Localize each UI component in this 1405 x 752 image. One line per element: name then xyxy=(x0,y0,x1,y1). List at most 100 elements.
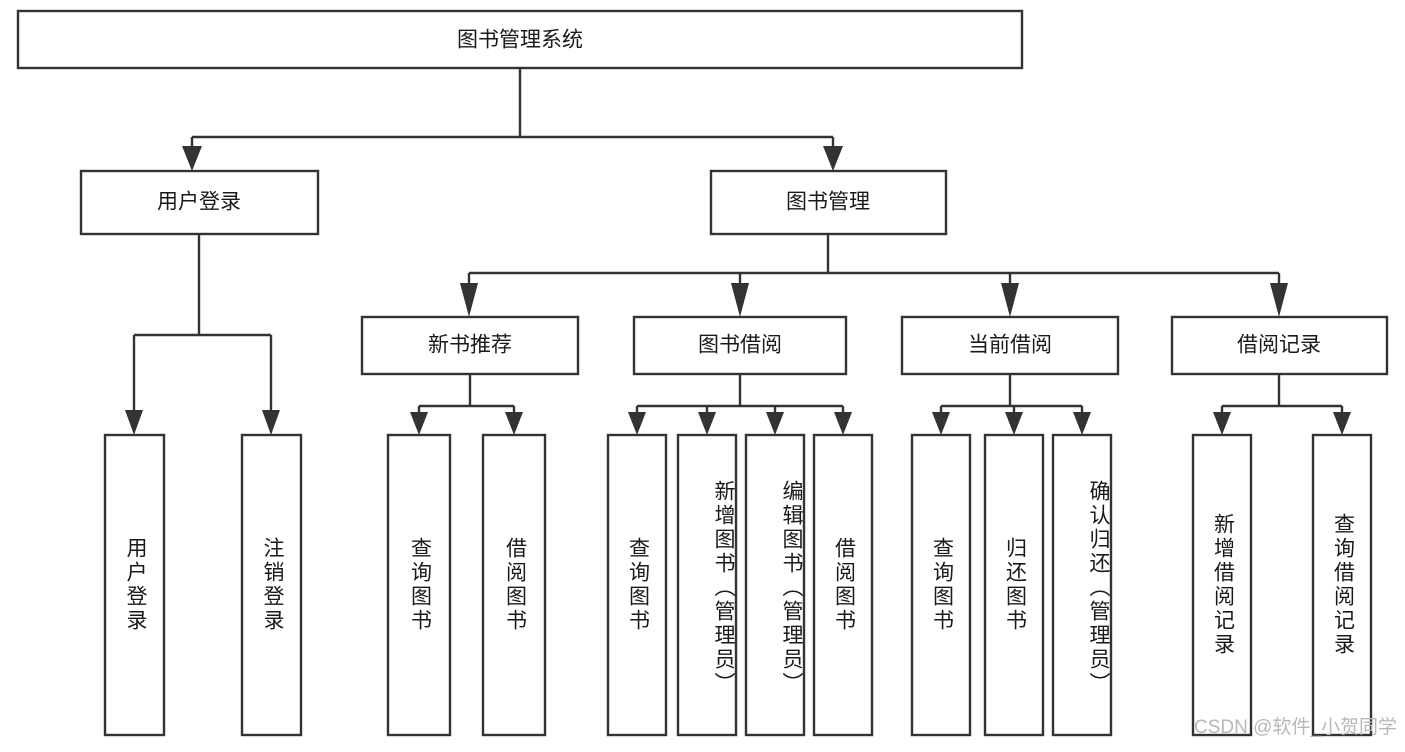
node-leaf-borrow-book-2[interactable]: 借阅图书 xyxy=(812,433,874,737)
node-borrow-record[interactable]: 借阅记录 xyxy=(1170,315,1389,376)
arrow-to-leaf-edit-book xyxy=(766,412,784,435)
node-label-leaf-edit-book: 编辑图书（管理员） xyxy=(780,480,803,696)
node-leaf-return-book[interactable]: 归还图书 xyxy=(983,433,1045,737)
connector-layer xyxy=(125,68,1351,435)
node-leaf-logout[interactable]: 注销登录 xyxy=(240,433,303,737)
arrow-to-leaf-borrow-book-1 xyxy=(505,412,523,435)
node-box-book-management[interactable] xyxy=(709,169,948,236)
node-leaf-query-record[interactable]: 查询借阅记录 xyxy=(1311,433,1373,737)
node-box-book-borrow[interactable] xyxy=(632,315,848,376)
node-label-leaf-query-book-1: 查询图书 xyxy=(408,537,432,633)
arrow-to-leaf-add-book xyxy=(698,412,716,435)
node-box-user-login[interactable] xyxy=(79,169,320,236)
csdn-watermark: CSDN @软件_小贺同学 xyxy=(1194,716,1397,738)
fo-leaf-logout: 注销登录 xyxy=(260,537,284,633)
leaf-node-layer: 用户登录 注销登录 查询图书 借阅图书 xyxy=(103,433,1373,737)
arrow-to-leaf-query-book-2 xyxy=(628,412,646,435)
node-label-new-book-recommend: 新书推荐 xyxy=(428,334,512,357)
fo-leaf-edit-book: 编辑图书（管理员） xyxy=(780,480,803,696)
arrow-to-leaf-add-record xyxy=(1213,412,1231,435)
arrow-to-leaf-return-book xyxy=(1005,412,1023,435)
node-label-leaf-borrow-book-2: 借阅图书 xyxy=(832,537,856,633)
connector-user-login-trunk xyxy=(132,234,273,410)
node-box-leaf-query-book-3[interactable] xyxy=(910,433,972,737)
node-leaf-query-book-2[interactable]: 查询图书 xyxy=(606,433,668,737)
node-label-title-system: 图书管理系统 xyxy=(457,29,583,52)
node-box-leaf-add-record[interactable] xyxy=(1191,433,1253,737)
node-label-leaf-return-book: 归还图书 xyxy=(1003,537,1027,633)
node-box-title-system[interactable] xyxy=(16,9,1024,70)
node-box-leaf-borrow-book-2[interactable] xyxy=(812,433,874,737)
arrow-to-leaf-query-book-3 xyxy=(932,412,950,435)
node-leaf-query-book-1[interactable]: 查询图书 xyxy=(386,433,452,737)
node-label-leaf-logout: 注销登录 xyxy=(260,537,284,633)
node-label-leaf-query-book-2: 查询图书 xyxy=(626,537,650,633)
node-label-book-borrow: 图书借阅 xyxy=(698,334,782,357)
arrow-to-book-borrow xyxy=(731,283,749,317)
node-current-borrow[interactable]: 当前借阅 xyxy=(900,315,1120,376)
fo-leaf-query-book-3: 查询图书 xyxy=(930,537,954,633)
node-label-borrow-record: 借阅记录 xyxy=(1237,334,1321,357)
node-leaf-edit-book[interactable]: 编辑图书（管理员） xyxy=(744,433,806,737)
node-label-leaf-add-book: 新增图书（管理员） xyxy=(712,480,735,696)
fo-leaf-user-login: 用户登录 xyxy=(123,537,147,633)
arrow-to-leaf-query-book-1 xyxy=(410,412,428,435)
arrow-to-current-borrow xyxy=(1001,283,1019,317)
node-box-leaf-add-book[interactable] xyxy=(676,433,738,737)
node-box-leaf-logout[interactable] xyxy=(240,433,303,737)
arrow-to-book-management xyxy=(823,146,843,171)
node-label-leaf-user-login: 用户登录 xyxy=(123,537,147,633)
connector-root-trunk xyxy=(190,68,835,146)
node-box-leaf-query-record[interactable] xyxy=(1311,433,1373,737)
node-box-leaf-query-book-1[interactable] xyxy=(386,433,452,737)
node-box-leaf-return-book[interactable] xyxy=(983,433,1045,737)
arrow-to-leaf-logout xyxy=(262,410,280,435)
node-user-login[interactable]: 用户登录 xyxy=(79,169,320,236)
node-label-leaf-confirm-return: 确认归还（管理员） xyxy=(1087,480,1110,696)
fo-leaf-return-book: 归还图书 xyxy=(1003,537,1027,633)
connector-new-book-recommend-trunk xyxy=(417,374,516,412)
node-box-leaf-confirm-return[interactable] xyxy=(1051,433,1113,737)
arrow-to-leaf-query-record xyxy=(1333,412,1351,435)
fo-leaf-borrow-book-1: 借阅图书 xyxy=(503,537,527,633)
node-label-leaf-add-record: 新增借阅记录 xyxy=(1211,513,1235,657)
connector-borrow-record-trunk xyxy=(1220,374,1344,412)
fo-leaf-add-book: 新增图书（管理员） xyxy=(712,480,735,696)
node-book-management[interactable]: 图书管理 xyxy=(709,169,948,236)
connector-current-borrow-trunk xyxy=(939,374,1084,412)
node-label-current-borrow: 当前借阅 xyxy=(968,334,1052,357)
node-new-book-recommend[interactable]: 新书推荐 xyxy=(360,315,580,376)
arrow-to-leaf-user-login xyxy=(125,410,143,435)
fo-leaf-query-record: 查询借阅记录 xyxy=(1331,513,1354,657)
node-leaf-query-book-3[interactable]: 查询图书 xyxy=(910,433,972,737)
node-box-borrow-record[interactable] xyxy=(1170,315,1389,376)
connector-book-management-trunk xyxy=(467,234,1281,283)
node-book-borrow[interactable]: 图书借阅 xyxy=(632,315,848,376)
fo-leaf-query-book-1: 查询图书 xyxy=(408,537,432,633)
fo-leaf-confirm-return: 确认归还（管理员） xyxy=(1087,480,1110,696)
node-box-leaf-user-login[interactable] xyxy=(103,433,166,737)
fo-leaf-borrow-book-2: 借阅图书 xyxy=(832,537,856,633)
node-label-user-login: 用户登录 xyxy=(157,191,241,214)
node-label-book-management: 图书管理 xyxy=(786,191,870,214)
node-leaf-add-record[interactable]: 新增借阅记录 xyxy=(1191,433,1253,737)
arrow-to-borrow-record xyxy=(1270,283,1288,317)
node-label-leaf-borrow-book-1: 借阅图书 xyxy=(503,537,527,633)
arrow-to-leaf-borrow-book-2 xyxy=(834,412,852,435)
node-box-new-book-recommend[interactable] xyxy=(360,315,580,376)
node-box-leaf-borrow-book-1[interactable] xyxy=(481,433,547,737)
node-leaf-user-login[interactable]: 用户登录 xyxy=(103,433,166,737)
node-leaf-confirm-return[interactable]: 确认归还（管理员） xyxy=(1051,433,1113,737)
node-box-leaf-query-book-2[interactable] xyxy=(606,433,668,737)
node-title-system[interactable]: 图书管理系统 xyxy=(16,9,1024,70)
arrow-to-user-login xyxy=(182,146,202,171)
arrow-to-new-book-recommend xyxy=(460,283,478,317)
node-label-leaf-query-book-3: 查询图书 xyxy=(930,537,954,633)
node-leaf-add-book[interactable]: 新增图书（管理员） xyxy=(676,433,738,737)
node-box-current-borrow[interactable] xyxy=(900,315,1120,376)
node-box-leaf-edit-book[interactable] xyxy=(744,433,806,737)
node-leaf-borrow-book-1[interactable]: 借阅图书 xyxy=(481,433,547,737)
arrow-to-leaf-confirm-return xyxy=(1073,412,1091,435)
